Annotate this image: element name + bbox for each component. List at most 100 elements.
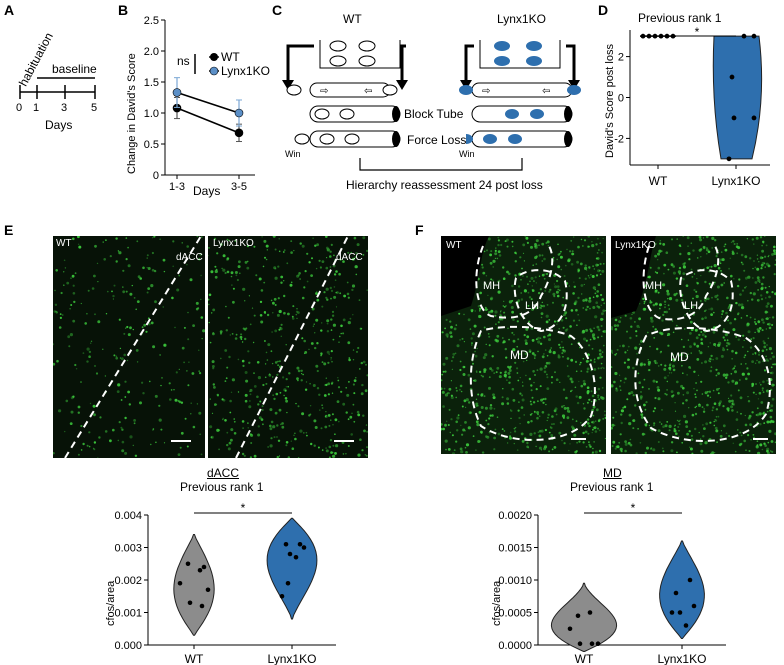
x-tick-label: 1-3 xyxy=(169,181,185,193)
sig-star: * xyxy=(695,25,700,39)
x-tick-label: WT xyxy=(575,652,594,665)
micro-e-wt-label: WT xyxy=(56,238,72,249)
ko-point xyxy=(751,33,757,39)
chart-b-ylabel: Change in David's Score xyxy=(126,53,138,174)
schematic-footer: Hierarchy reassessment 24 post loss xyxy=(346,178,543,192)
ko-point xyxy=(301,545,307,550)
baseline-label: baseline xyxy=(52,62,97,76)
ko-point xyxy=(751,115,757,121)
micro-f-wt-lh: LH xyxy=(525,300,540,312)
micrograph-f-wt xyxy=(441,236,606,454)
wt-point xyxy=(589,641,595,646)
y-tick-label: 0.004 xyxy=(114,510,142,522)
wt-point xyxy=(205,587,211,593)
wt-violin xyxy=(173,534,215,636)
ko-violin xyxy=(712,35,763,160)
ko-point xyxy=(297,541,303,547)
micrograph-e-ko xyxy=(208,236,368,458)
micro-e-ko-label: Lynx1KO xyxy=(213,238,254,249)
chart-b-xlabel: Days xyxy=(193,184,221,198)
ns-label: ns xyxy=(177,54,190,68)
tube-test-schematic: ⇨ ⇦ ⇨ ⇦ xyxy=(282,40,581,171)
chart-d-title: Previous rank 1 xyxy=(638,11,722,25)
micro-f-wt-md: MD xyxy=(510,348,529,362)
chart-f-subheading: Previous rank 1 xyxy=(570,480,654,494)
y-tick-label: 1.5 xyxy=(144,77,159,89)
legend-wt-marker xyxy=(210,53,218,61)
micro-f-ko-label: Lynx1KO xyxy=(615,240,656,251)
wt-point xyxy=(187,600,193,606)
series-line-1 xyxy=(176,91,240,114)
y-tick-label: 0.0015 xyxy=(498,543,532,555)
wt-point xyxy=(177,580,183,586)
fluorescent-cells xyxy=(441,236,606,454)
legend-wt-label: WT xyxy=(221,50,240,64)
schematic-wt-title: WT xyxy=(343,12,362,26)
series-point xyxy=(234,108,244,118)
x-tick-label: Lynx1KO xyxy=(268,652,317,665)
panel-label-b: B xyxy=(118,2,129,18)
panel-label-e: E xyxy=(4,222,14,238)
wt-point xyxy=(567,626,573,632)
wt-point xyxy=(199,603,205,609)
micro-e-ko-region: dACC xyxy=(336,252,363,263)
wt-violin xyxy=(550,582,618,652)
ko-cage-mice xyxy=(494,41,542,66)
wt-point xyxy=(646,33,652,39)
svg-text:⇦: ⇦ xyxy=(364,86,372,97)
y-tick-label: 0.003 xyxy=(114,543,142,555)
fluorescent-cells xyxy=(53,236,205,458)
panel-label-c: C xyxy=(272,2,283,18)
y-tick-label: 0.000 xyxy=(114,640,142,652)
y-tick-label: 1.0 xyxy=(144,108,159,120)
win-label-ko: Win xyxy=(459,149,475,159)
ko-point xyxy=(673,590,679,596)
timeline-xlabel: Days xyxy=(45,118,73,132)
ko-point xyxy=(687,577,693,583)
wt-point xyxy=(575,613,581,619)
panel-label-d: D xyxy=(598,2,609,18)
micrograph-f-ko xyxy=(611,236,776,454)
ko-point xyxy=(287,551,293,557)
wt-point xyxy=(577,641,583,646)
win-label-wt: Win xyxy=(285,149,301,159)
ko-point xyxy=(729,74,735,80)
fluorescent-cells xyxy=(208,236,368,458)
ko-point xyxy=(285,580,291,586)
force-loss-label: Force Loss xyxy=(407,133,467,147)
svg-text:⇨: ⇨ xyxy=(320,86,328,97)
legend-ko-label: Lynx1KO xyxy=(221,64,270,78)
chart-f-heading: MD xyxy=(603,466,622,480)
legend-ko-marker xyxy=(209,66,219,76)
ko-point xyxy=(669,610,675,615)
tick-0: 0 xyxy=(16,102,23,114)
wt-point xyxy=(587,610,593,615)
sig-star: * xyxy=(241,501,246,515)
y-tick-label: 2 xyxy=(618,52,624,64)
schematic-ko-title: Lynx1KO xyxy=(497,12,546,26)
ko-point xyxy=(683,623,689,628)
micro-e-wt-region: dACC xyxy=(176,252,203,263)
timeline-diagram xyxy=(19,77,96,99)
wt-point xyxy=(652,33,658,39)
series-point xyxy=(172,88,182,97)
block-tube-label: Block Tube xyxy=(404,107,464,121)
wt-point xyxy=(201,564,207,570)
micro-f-ko-mh: MH xyxy=(645,280,663,292)
dacc-ko-image xyxy=(208,236,368,458)
ko-point xyxy=(731,115,737,121)
micro-f-wt-label: WT xyxy=(446,240,462,251)
series-point xyxy=(234,128,244,138)
x-tick-label: Lynx1KO xyxy=(658,652,707,665)
y-tick-label: 0.5 xyxy=(144,139,159,151)
y-tick-label: 0.0005 xyxy=(498,608,532,620)
wt-point xyxy=(640,33,646,39)
sig-star: * xyxy=(631,501,636,515)
micrograph-e-wt xyxy=(53,236,205,458)
ko-point xyxy=(677,610,683,615)
thalamus-wt-image xyxy=(441,236,606,454)
svg-text:⇦: ⇦ xyxy=(542,86,550,97)
